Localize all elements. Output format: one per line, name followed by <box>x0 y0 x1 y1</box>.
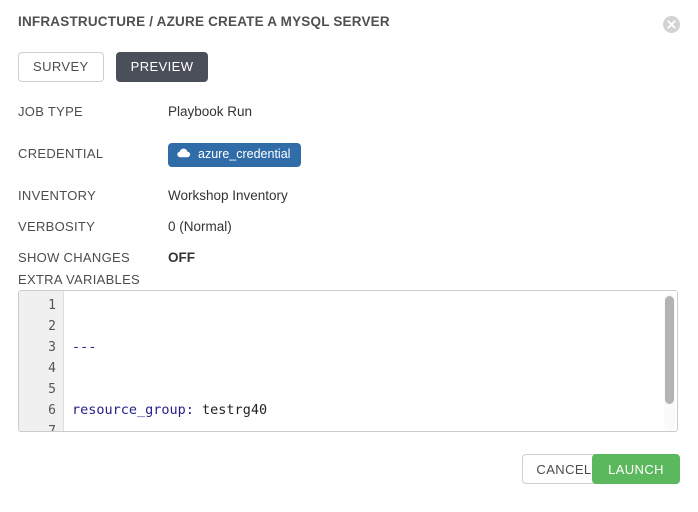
code-line: resource_group: testrg40 <box>72 400 677 421</box>
line-number: 4 <box>48 361 56 376</box>
editor-scrollbar-thumb[interactable] <box>665 296 674 404</box>
line-number: 1 <box>48 298 56 313</box>
inventory-value: Workshop Inventory <box>168 188 288 203</box>
launch-button[interactable]: LAUNCH <box>592 454 680 484</box>
verbosity-label: VERBOSITY <box>18 219 96 234</box>
cloud-icon <box>177 148 191 161</box>
line-number: 7 <box>48 424 56 432</box>
field-row-verbosity: VERBOSITY 0 (Normal) <box>0 219 698 250</box>
field-row-job-type: JOB TYPE Playbook Run <box>0 104 698 146</box>
extra-variables-label: EXTRA VARIABLES <box>18 272 141 287</box>
field-row-credential: CREDENTIAL azure_credential <box>0 143 698 188</box>
line-number: 3 <box>48 340 56 355</box>
dialog-footer: CANCEL LAUNCH <box>0 454 698 494</box>
editor-code-area[interactable]: --- resource_group: testrg40 location: e… <box>64 291 677 431</box>
inventory-label: INVENTORY <box>18 188 97 203</box>
tab-survey[interactable]: SURVEY <box>18 52 104 82</box>
credential-badge-label: azure_credential <box>198 147 291 161</box>
dialog-header: INFRASTRUCTURE / AZURE CREATE A MYSQL SE… <box>0 0 698 46</box>
field-row-show-changes: SHOW CHANGES OFF <box>0 250 698 281</box>
field-row-inventory: INVENTORY Workshop Inventory <box>0 188 698 219</box>
line-number: 6 <box>48 403 56 418</box>
verbosity-value: 0 (Normal) <box>168 219 232 234</box>
job-details-list: JOB TYPE Playbook Run CREDENTIAL azure_c… <box>0 104 698 281</box>
credential-label: CREDENTIAL <box>18 146 104 161</box>
tab-bar: SURVEY PREVIEW <box>18 52 209 82</box>
show-changes-value: OFF <box>168 250 195 265</box>
line-number: 2 <box>48 319 56 334</box>
job-type-value: Playbook Run <box>168 104 253 119</box>
show-changes-label: SHOW CHANGES <box>18 250 130 265</box>
tab-preview[interactable]: PREVIEW <box>115 52 209 82</box>
line-number: 5 <box>48 382 56 397</box>
editor-line-numbers: 1 2 3 4 5 6 7 <box>19 291 64 432</box>
page-title: INFRASTRUCTURE / AZURE CREATE A MYSQL SE… <box>18 14 390 29</box>
code-value: testrg40 <box>193 402 268 418</box>
code-key: --- <box>72 339 97 355</box>
job-type-label: JOB TYPE <box>18 104 84 119</box>
code-line: --- <box>72 337 677 358</box>
credential-badge[interactable]: azure_credential <box>168 143 302 167</box>
code-key: resource_group: <box>72 402 194 418</box>
close-icon[interactable] <box>663 16 680 33</box>
editor-scrollbar[interactable] <box>664 293 675 431</box>
extra-variables-editor[interactable]: 1 2 3 4 5 6 7 --- resource_group: testrg… <box>18 290 678 432</box>
